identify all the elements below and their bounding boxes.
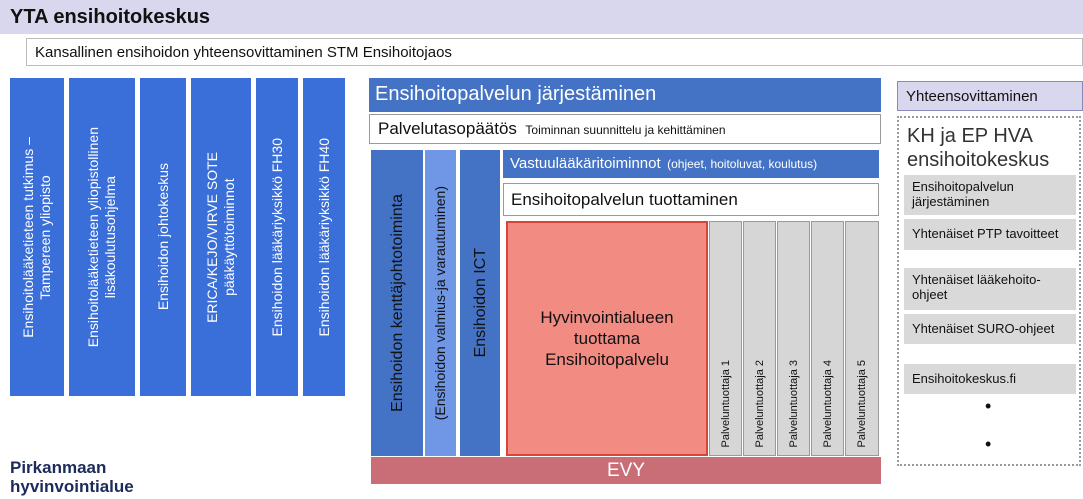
jarjestaminen-label: Ensihoitopalvelun järjestäminen [375, 83, 657, 105]
panel-item-jarjestaminen-label: Ensihoitopalvelun järjestäminen [912, 179, 1014, 209]
organization-logo: Pirkanmaan hyvinvointialue [10, 458, 134, 496]
page-title: YTA ensihoitokeskus [10, 6, 211, 28]
page-title-band: YTA ensihoitokeskus [0, 0, 1083, 34]
bullet-2: • [985, 434, 992, 454]
hva-line-3: Ensihoitopalvelu [545, 350, 669, 369]
column-valmius: (Ensihoidon valmius-ja varautuminen) [425, 150, 456, 456]
panel-item-ptp: Yhtenäiset PTP tavoitteet [904, 219, 1076, 250]
column-johtokeskus: Ensihoidon johtokeskus [140, 78, 186, 396]
panel-title-line-2: ensihoitokeskus [907, 149, 1050, 171]
column-erica: ERICA/KEJO/VIRVE SOTE pääkäyttötoiminnot [191, 78, 251, 396]
bullet-1: • [985, 396, 992, 416]
column-fh40: Ensihoidon lääkäriyksikkö FH40 [303, 78, 345, 396]
column-tutkimus-label: Ensihoitolääketieteen tutkimus – Tampere… [20, 136, 53, 338]
provider-5: Palveluntuottaja 5 [845, 221, 879, 456]
palvelutaso-sub: Toiminnan suunnittelu ja kehittäminen [525, 123, 726, 137]
column-lisakoulutus-label: Ensihoitolääketieteen yliopistollinen li… [85, 126, 118, 348]
column-ict: Ensihoidon ICT [460, 150, 500, 456]
panel-item-jarjestaminen: Ensihoitopalvelun järjestäminen [904, 175, 1076, 215]
logo-line-2: hyvinvointialue [10, 477, 134, 496]
panel-item-laakehoito-label: Yhtenäiset lääkehoito-ohjeet [912, 272, 1041, 302]
panel-item-website: Ensihoitokeskus.fi [904, 364, 1076, 394]
hva-line-2: tuottama [573, 329, 641, 348]
vastuulaakari-bar: Vastuulääkäritoiminnot (ohjeet, hoitoluv… [503, 150, 879, 178]
tuottaminen-bar: Ensihoitopalvelun tuottaminen [503, 183, 879, 216]
column-valmius-label: (Ensihoidon valmius-ja varautuminen) [432, 185, 448, 421]
column-kenttajohto: Ensihoidon kenttäjohtotoiminta [371, 150, 423, 456]
provider-4: Palveluntuottaja 4 [811, 221, 844, 456]
subtitle-text: Kansallinen ensihoidon yhteensovittamine… [35, 44, 452, 61]
provider-1: Palveluntuottaja 1 [709, 221, 742, 456]
column-fh30-label: Ensihoidon lääkäriyksikkö FH30 [268, 137, 285, 337]
provider-2: Palveluntuottaja 2 [743, 221, 776, 456]
jarjestaminen-bar: Ensihoitopalvelun järjestäminen [369, 78, 881, 112]
panel-item-laakehoito: Yhtenäiset lääkehoito-ohjeet [904, 268, 1076, 310]
provider-4-label: Palveluntuottaja 4 [821, 359, 834, 447]
column-johtokeskus-label: Ensihoidon johtokeskus [154, 163, 171, 311]
column-fh30: Ensihoidon lääkäriyksikkö FH30 [256, 78, 298, 396]
palvelutaso-bar: Palvelutasopäätös Toiminnan suunnittelu … [369, 114, 881, 144]
panel-item-suro: Yhtenäiset SURO-ohjeet [904, 314, 1076, 344]
panel-item-website-label: Ensihoitokeskus.fi [912, 371, 1017, 386]
provider-1-label: Palveluntuottaja 1 [719, 359, 732, 447]
hva-ensihoitopalvelu-box: Hyvinvointialueen tuottama Ensihoitopalv… [506, 221, 708, 456]
column-fh40-label: Ensihoidon lääkäriyksikkö FH40 [315, 137, 332, 337]
vastuulaakari-sub: (ohjeet, hoitoluvat, koulutus) [667, 157, 818, 171]
provider-2-label: Palveluntuottaja 2 [753, 359, 766, 447]
panel-item-suro-label: Yhtenäiset SURO-ohjeet [912, 321, 1055, 336]
hva-line-1: Hyvinvointialueen [540, 308, 674, 327]
ensihoitokeskus-panel: KH ja EP HVA ensihoitokeskus Ensihoitopa… [897, 116, 1081, 466]
panel-item-ptp-label: Yhtenäiset PTP tavoitteet [912, 226, 1059, 241]
yhteensovittaminen-label: Yhteensovittaminen [906, 88, 1038, 105]
logo-line-1: Pirkanmaan [10, 458, 107, 477]
evy-label: EVY [606, 460, 646, 481]
provider-3: Palveluntuottaja 3 [777, 221, 810, 456]
subtitle-bar: Kansallinen ensihoidon yhteensovittamine… [26, 38, 1083, 66]
panel-title-line-1: KH ja EP HVA [907, 125, 1033, 147]
provider-5-label: Palveluntuottaja 5 [856, 359, 868, 447]
column-ict-label: Ensihoidon ICT [471, 248, 489, 358]
vastuulaakari-main: Vastuulääkäritoiminnot [510, 155, 661, 172]
tuottaminen-label: Ensihoitopalvelun tuottaminen [511, 190, 738, 209]
provider-3-label: Palveluntuottaja 3 [787, 359, 800, 447]
evy-bar: EVY [371, 457, 881, 484]
column-kenttajohto-label: Ensihoidon kenttäjohtotoiminta [388, 194, 406, 412]
panel-title: KH ja EP HVA ensihoitokeskus [907, 124, 1049, 172]
column-erica-label: ERICA/KEJO/VIRVE SOTE pääkäyttötoiminnot [204, 151, 237, 323]
column-lisakoulutus: Ensihoitolääketieteen yliopistollinen li… [69, 78, 135, 396]
column-tutkimus: Ensihoitolääketieteen tutkimus – Tampere… [10, 78, 64, 396]
yhteensovittaminen-box: Yhteensovittaminen [897, 81, 1083, 111]
palvelutaso-main: Palvelutasopäätös [378, 119, 517, 138]
